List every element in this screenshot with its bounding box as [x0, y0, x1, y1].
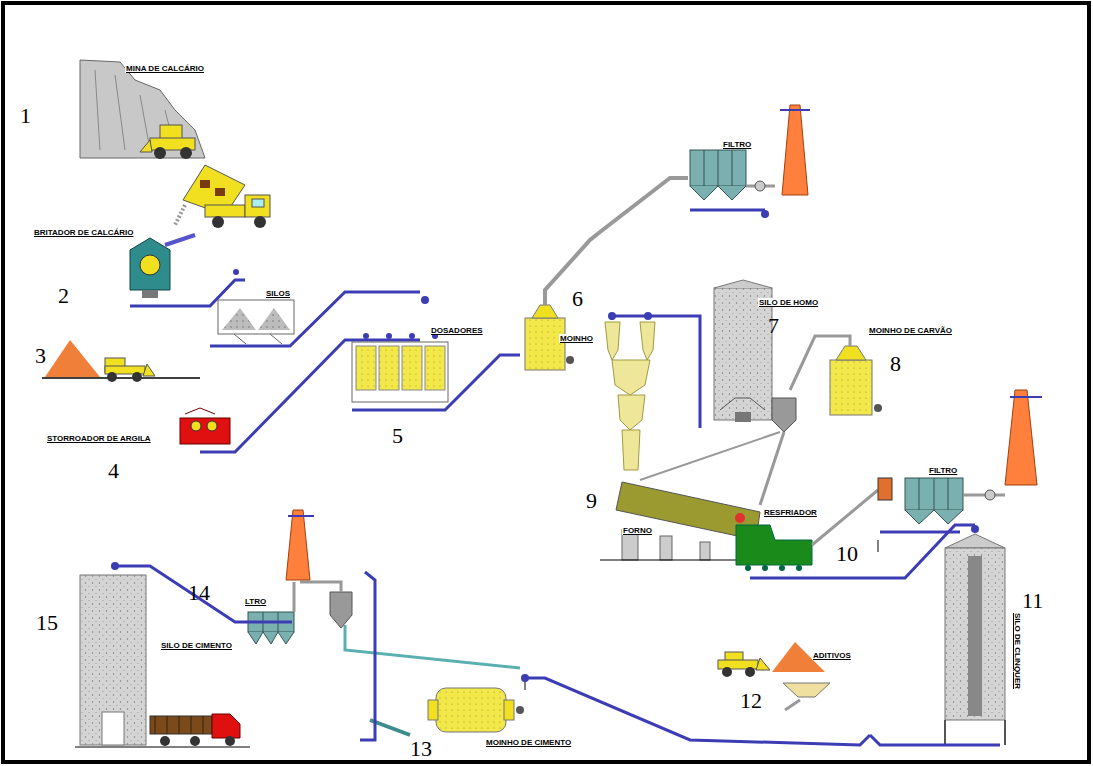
callout-number: 2: [58, 283, 69, 309]
callout-number: 15: [36, 610, 58, 636]
equipment-label: SILO DE CIMENTO: [160, 641, 233, 650]
callout-number: 7: [768, 313, 779, 339]
callout-number: 14: [188, 580, 210, 606]
equipment-label: FILTRO: [722, 140, 752, 149]
equipment-label: SILO DE CLINQUER: [1013, 612, 1022, 690]
equipment-label: LTRO: [244, 597, 267, 606]
callout-number: 5: [392, 423, 403, 449]
equipment-label: ADITIVOS: [812, 651, 852, 660]
equipment-label: MOINHO DE CARVÃO: [868, 326, 953, 335]
equipment-label: FORNO: [622, 526, 653, 535]
equipment-label: MINA DE CALCÁRIO: [125, 64, 205, 73]
equipment-label: BRITADOR DE CALCÁRIO: [33, 228, 134, 237]
callout-number: 9: [586, 488, 597, 514]
equipment-label: FILTRO: [928, 466, 958, 475]
callout-number: 10: [836, 541, 858, 567]
equipment-label: RESFRIADOR: [763, 508, 818, 517]
equipment-label: STORROADOR DE ARGILA: [46, 434, 152, 443]
equipment-label: SILO DE HOMO: [758, 298, 819, 307]
callout-number: 3: [35, 343, 46, 369]
callout-number: 1: [20, 103, 31, 129]
equipment-label: MOINHO DE CIMENTO: [485, 738, 572, 747]
callout-number: 12: [740, 688, 762, 714]
callout-number: 11: [1022, 588, 1043, 614]
callout-number: 13: [410, 736, 432, 762]
callout-number: 4: [108, 458, 119, 484]
equipment-label: DOSADORES: [430, 326, 484, 335]
equipment-label: MOINHO: [559, 334, 594, 343]
callout-number: 6: [572, 286, 583, 312]
callout-number: 8: [890, 351, 901, 377]
equipment-label: SILOS: [265, 289, 291, 298]
